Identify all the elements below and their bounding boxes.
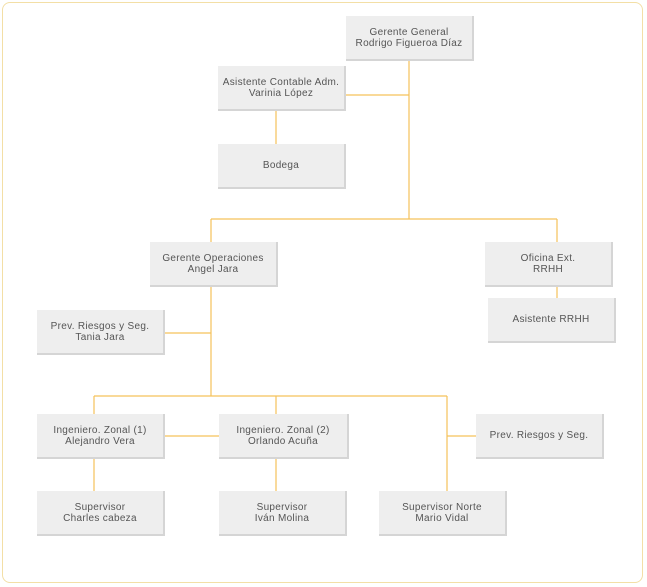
node-prev-riesgos-2[interactable]: Prev. Riesgos y Seg. (476, 414, 604, 459)
node-ingeniero-zonal-2[interactable]: Ingeniero. Zonal (2) Orlando Acuña (219, 414, 349, 459)
node-ingeniero-zonal-1[interactable]: Ingeniero. Zonal (1) Alejandro Vera (37, 414, 165, 459)
node-title: Supervisor Norte (402, 501, 482, 513)
node-person: Angel Jara (187, 263, 239, 275)
node-person: Rodrigo Figueroa Díaz (355, 37, 463, 49)
node-supervisor-2[interactable]: Supervisor Iván Molina (219, 491, 347, 536)
node-title: Gerente General (369, 26, 449, 38)
node-person: Iván Molina (254, 512, 310, 524)
node-person: Tania Jara (75, 331, 125, 343)
node-person: Charles cabeza (63, 512, 137, 524)
node-gerente-general[interactable]: Gerente General Rodrigo Figueroa Díaz (346, 16, 474, 61)
node-title: Asistente Contable Adm. (222, 76, 340, 88)
node-asistente-contable[interactable]: Asistente Contable Adm. Varinia López (218, 66, 346, 111)
node-title: Ingeniero. Zonal (1) (53, 424, 147, 436)
node-prev-riesgos-1[interactable]: Prev. Riesgos y Seg. Tania Jara (37, 310, 165, 355)
node-title: Oficina Ext. (520, 252, 576, 264)
node-person: Mario Vidal (415, 512, 469, 524)
node-title: Prev. Riesgos y Seg. (50, 320, 150, 332)
node-title: Gerente Operaciones (162, 252, 264, 264)
node-person: RRHH (532, 263, 564, 275)
node-oficina-ext[interactable]: Oficina Ext. RRHH (485, 242, 613, 287)
node-title: Supervisor (256, 501, 308, 513)
node-asistente-rrhh[interactable]: Asistente RRHH (488, 298, 616, 343)
node-title: Bodega (262, 160, 300, 171)
node-title: Ingeniero. Zonal (2) (236, 424, 330, 436)
node-person: Varinia López (248, 87, 314, 99)
node-person: Orlando Acuña (247, 435, 319, 447)
node-title: Prev. Riesgos y Seg. (489, 430, 589, 441)
node-gerente-operaciones[interactable]: Gerente Operaciones Angel Jara (150, 242, 278, 287)
node-person: Alejandro Vera (65, 435, 135, 447)
node-bodega[interactable]: Bodega (218, 144, 346, 189)
node-supervisor-norte[interactable]: Supervisor Norte Mario Vidal (379, 491, 507, 536)
node-supervisor-1[interactable]: Supervisor Charles cabeza (37, 491, 165, 536)
node-title: Supervisor (74, 501, 126, 513)
node-title: Asistente RRHH (512, 314, 590, 325)
